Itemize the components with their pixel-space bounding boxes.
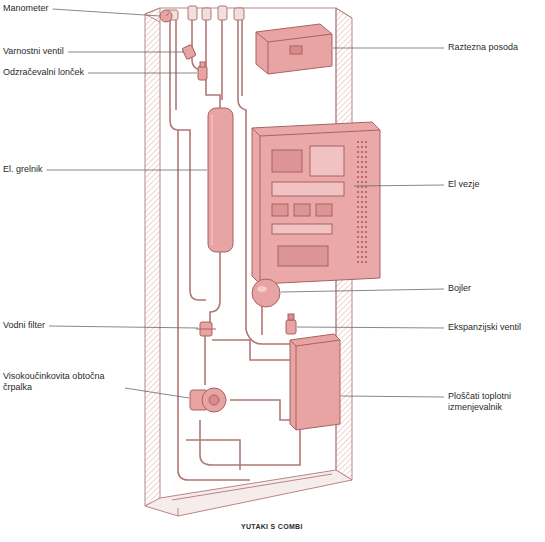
drawing-stroke [188,6,197,20]
part-label: El vezje [448,179,480,190]
drawing-stroke [241,20,243,96]
leader-line [297,327,444,328]
plate-heat-exchanger [290,334,340,430]
leader-line [333,48,444,49]
leader-line [49,326,198,328]
air-vent [198,62,207,80]
part-label: Raztezna posoda [448,42,518,53]
circulation-pump [190,388,226,412]
drawing-stroke [234,8,244,20]
drawing-stroke [145,470,352,516]
drawing-stroke [172,474,332,500]
electric-heater [208,108,233,252]
drawing-stroke [261,306,263,335]
drawing-stroke [221,20,223,100]
drawing-stroke [166,13,169,16]
expansion-tank [256,24,332,74]
manometer [160,10,172,22]
drawing-stroke [256,24,332,74]
part-label: El. grelnik [3,164,43,175]
drawing-stroke [145,8,160,506]
drawing-stroke [252,128,380,136]
drawing-stroke [290,340,340,346]
drawing-stroke [316,204,332,216]
drawing-stroke [272,204,288,216]
drawing-stroke [356,140,368,266]
part-label: Varnostni ventil [3,46,64,57]
control-board [252,122,380,284]
drawing-stroke [192,20,207,70]
drawing-stroke [212,340,290,360]
drawing-stroke [286,320,296,334]
leader-line [125,388,189,398]
drawing-stroke [272,182,344,196]
drawing-stroke [178,508,179,516]
part-label: Ekspanzijski ventil [448,322,521,333]
drawing-stroke [212,115,213,245]
part-label: Vodni filter [3,320,45,331]
drawing-stroke [204,335,206,385]
drawing-stroke [186,440,240,470]
drawing-stroke [198,66,207,80]
drawing-stroke [290,334,340,430]
drawing-stroke [268,42,269,74]
drawing-stroke [182,44,196,59]
top-fittings [166,6,244,20]
drawing-stroke [210,250,220,328]
leader-line [47,170,207,171]
drawing-stroke [290,46,302,54]
drawing-stroke [256,32,332,42]
boiler-sensor [252,279,280,307]
drawing-stroke [310,146,344,176]
drawing-stroke [272,224,332,234]
drawing-stroke [296,346,297,430]
drawing-stroke [160,10,172,22]
drawing-stroke [160,8,336,9]
drawing-stroke [272,150,302,172]
safety-valve [182,44,196,59]
drawing-stroke [200,62,205,67]
drawing-stroke [278,246,328,266]
drawing-stroke [218,6,227,20]
drawing-stroke [230,400,292,420]
drawing-stroke [209,395,219,405]
expansion-valve [286,314,296,334]
part-label: Visokoučinkovita obtočna črpalka [3,371,121,393]
drawing-stroke [202,388,226,412]
drawing-stroke [252,279,280,307]
part-label: Bojler [448,283,471,294]
part-label: Manometer [3,3,49,14]
drawing-stroke [257,286,267,292]
drawing-stroke [238,20,246,330]
cabinet [145,8,352,516]
drawing-stroke [206,20,220,108]
drawing-stroke [170,20,190,290]
leader-line [53,9,160,16]
drawing-stroke [260,136,261,284]
leader-line [68,52,184,53]
leader-line [354,185,444,186]
part-label: Odzračevalni lonček [3,67,84,78]
drawing-stroke [294,204,310,216]
water-filter [196,322,216,336]
drawing-stroke [145,8,160,14]
leader-line [88,73,197,74]
drawing-stroke [200,420,300,465]
caption: YUTAKI S COMBI [241,523,303,530]
drawing-stroke [196,329,216,330]
part-label: Ploščati toplotni izmenjevalnik [448,391,543,413]
leader-line [341,396,444,397]
drawing-stroke [288,314,294,320]
drawing-stroke [202,8,211,20]
drawing-stroke [175,20,177,110]
leader-line [281,289,444,292]
drawing-stroke [208,108,233,252]
drawing-stroke [246,330,292,344]
drawing-stroke [252,122,380,284]
drawing-stroke [190,290,206,300]
